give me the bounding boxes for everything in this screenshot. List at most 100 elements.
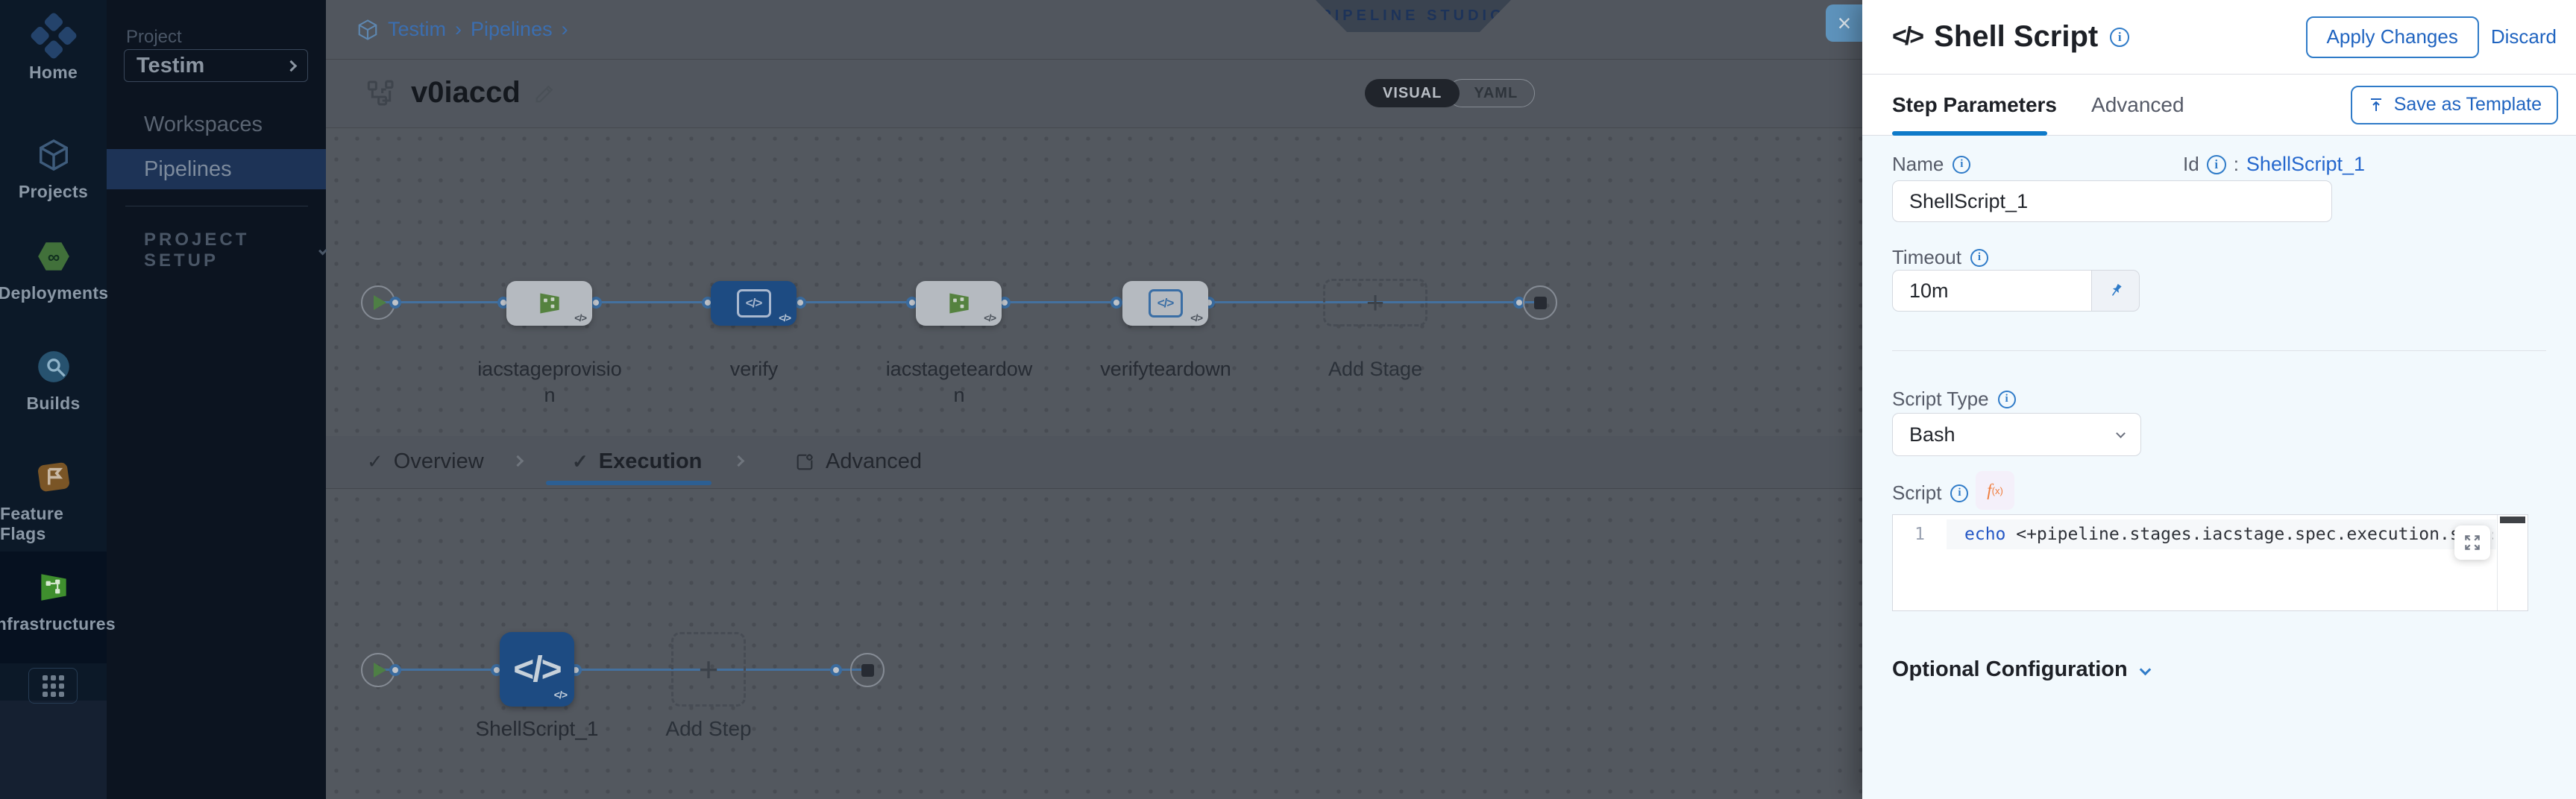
sidebar-item-feature-flags[interactable]: Feature Flags — [0, 458, 107, 544]
step-label: ShellScript_1 — [475, 717, 599, 740]
editor-ruler — [2497, 515, 2498, 610]
apply-changes-button[interactable]: Apply Changes — [2305, 16, 2479, 58]
script-type-select[interactable]: Bash — [1892, 413, 2141, 456]
tab-execution[interactable]: ✓ Execution — [572, 449, 702, 474]
step-node-shellscript[interactable]: </> </> — [500, 632, 574, 707]
upload-icon — [2370, 98, 2381, 111]
edit-pencil-icon[interactable] — [534, 82, 556, 104]
info-icon[interactable]: i — [2110, 27, 2130, 47]
pipeline-title-bar: v0iaccd VISUAL YAML — [326, 60, 1862, 128]
breadcrumb-bar: Testim › Pipelines › PIPELINE STUDIO — [326, 0, 1862, 60]
info-icon[interactable]: i — [1970, 248, 1988, 267]
sidebar-item-label: Deployments — [0, 283, 109, 303]
info-icon[interactable]: i — [1950, 484, 1969, 502]
timeout-input-type-button[interactable] — [2092, 270, 2140, 312]
tab-advanced[interactable]: Advanced — [2091, 92, 2184, 116]
toggle-visual[interactable]: VISUAL — [1365, 79, 1460, 107]
execution-graph-canvas: </> </> + ShellScript_1 Add Step — [326, 489, 1862, 799]
stage-node-verifyteardown[interactable]: </> </> — [1122, 281, 1208, 326]
drawer-close-button[interactable]: × — [1826, 4, 1863, 42]
breadcrumb-project-link[interactable]: Testim — [388, 18, 447, 40]
infrastructures-icon — [34, 568, 73, 607]
check-icon: ✓ — [572, 450, 588, 473]
sidebar-item-label: Home — [28, 63, 78, 82]
optional-configuration-label: Optional Configuration — [1892, 657, 2128, 681]
expression-fx-button[interactable]: f(x) — [1976, 471, 2014, 510]
stage-node-verify[interactable]: </> </> — [711, 281, 797, 326]
add-stage-button[interactable]: + — [1323, 279, 1427, 326]
sidebar-item-builds[interactable]: Builds — [0, 347, 107, 414]
project-selector[interactable]: Testim — [124, 49, 308, 82]
pipeline-end-node — [1523, 285, 1557, 320]
play-icon — [374, 663, 386, 678]
step-flow-line — [378, 669, 867, 671]
drawer-title: Shell Script — [1934, 20, 2099, 53]
scrollbar-thumb[interactable] — [2500, 517, 2525, 523]
script-field-label: Script i — [1892, 481, 1969, 505]
check-icon: ✓ — [367, 450, 383, 473]
fx-sub-glyph: (x) — [1991, 484, 2003, 496]
module-grid-button[interactable] — [28, 668, 78, 704]
sidebar-item-projects[interactable]: Projects — [0, 136, 107, 202]
sidebar-item-label: Infrastructures — [0, 614, 116, 634]
sidebar-item-label: Feature Flags — [0, 504, 64, 543]
sidebar-item-pipelines[interactable]: Pipelines — [107, 149, 326, 189]
workspaces-label: Workspaces — [144, 112, 263, 136]
shell-script-icon: </> — [1892, 22, 1924, 51]
script-code-editor[interactable]: 1 echo <+pipeline.stages.iacstage.spec.e… — [1892, 514, 2528, 611]
discard-button[interactable]: Discard — [2490, 25, 2557, 48]
sidebar-item-home[interactable]: Home — [0, 11, 107, 83]
infrastructure-stage-icon — [949, 293, 969, 314]
optional-configuration-toggle[interactable]: Optional Configuration — [1892, 657, 2152, 682]
stage-node-iacstageprovision[interactable]: </> — [506, 281, 592, 326]
timeout-input[interactable] — [1892, 270, 2092, 312]
toggle-yaml[interactable]: YAML — [1448, 79, 1536, 107]
project-name: Testim — [136, 53, 205, 78]
custom-stage-icon: </> — [1148, 289, 1183, 318]
chevron-down-icon — [2116, 428, 2126, 438]
project-setup-label: PROJECT SETUP — [144, 230, 250, 271]
id-separator: : — [2233, 153, 2239, 175]
sidebar-item-label: Builds — [26, 394, 81, 413]
save-as-template-button[interactable]: Save as Template — [2350, 85, 2558, 124]
tab-step-parameters[interactable]: Step Parameters — [1892, 92, 2058, 116]
name-field-label: Name i — [1892, 153, 1971, 176]
info-icon[interactable]: i — [2206, 154, 2226, 174]
save-as-template-label: Save as Template — [2393, 94, 2542, 115]
stage-node-iacstageteardown[interactable]: </> — [916, 281, 1002, 326]
name-input[interactable] — [1892, 180, 2332, 222]
breadcrumb-separator: › — [455, 18, 462, 40]
pipeline-graph-icon — [367, 80, 394, 105]
code-badge: </> — [779, 312, 791, 323]
sidebar-item-workspaces[interactable]: Workspaces — [107, 104, 326, 145]
drawer-header: </> Shell Script i Apply Changes Discard — [1862, 0, 2576, 75]
fx-glyph: f — [1987, 481, 1992, 499]
tab-overview[interactable]: ✓ Overview — [367, 449, 484, 474]
code-badge: </> — [984, 312, 996, 323]
expand-icon — [2465, 535, 2480, 550]
sidebar-item-infrastructures[interactable]: Infrastructures — [0, 568, 116, 634]
step-id-value[interactable]: ShellScript_1 — [2246, 153, 2366, 175]
grid-icon — [42, 675, 64, 697]
info-icon[interactable]: i — [1953, 155, 1971, 174]
project-section-label: Project — [126, 27, 182, 47]
tab-advanced[interactable]: Advanced — [794, 449, 922, 474]
svg-text:∞: ∞ — [47, 247, 59, 266]
breadcrumb-pipelines-link[interactable]: Pipelines — [471, 18, 553, 40]
feature-flags-icon — [34, 458, 73, 496]
sidebar-item-deployments[interactable]: ∞ Deployments — [0, 237, 109, 303]
stop-icon — [1533, 296, 1547, 309]
add-step-label: Add Step — [665, 717, 752, 740]
expand-editor-button[interactable] — [2454, 525, 2490, 560]
add-step-button[interactable]: + — [671, 632, 746, 707]
current-line-highlight — [1947, 519, 2496, 549]
pipeline-studio-badge: PIPELINE STUDIO — [1316, 0, 1511, 32]
script-code-line[interactable]: echo <+pipeline.stages.iacstage.spec.exe… — [1964, 525, 2493, 544]
project-panel: Project Testim Workspaces Pipelines PROJ… — [107, 0, 328, 799]
project-setup-toggle[interactable]: PROJECT SETUP — [144, 230, 328, 271]
timeout-field-label: Timeout i — [1892, 246, 1988, 269]
builds-icon — [34, 347, 73, 386]
info-icon[interactable]: i — [1997, 390, 2016, 408]
pipelines-label: Pipelines — [144, 157, 232, 181]
breadcrumb-separator: › — [561, 18, 568, 40]
